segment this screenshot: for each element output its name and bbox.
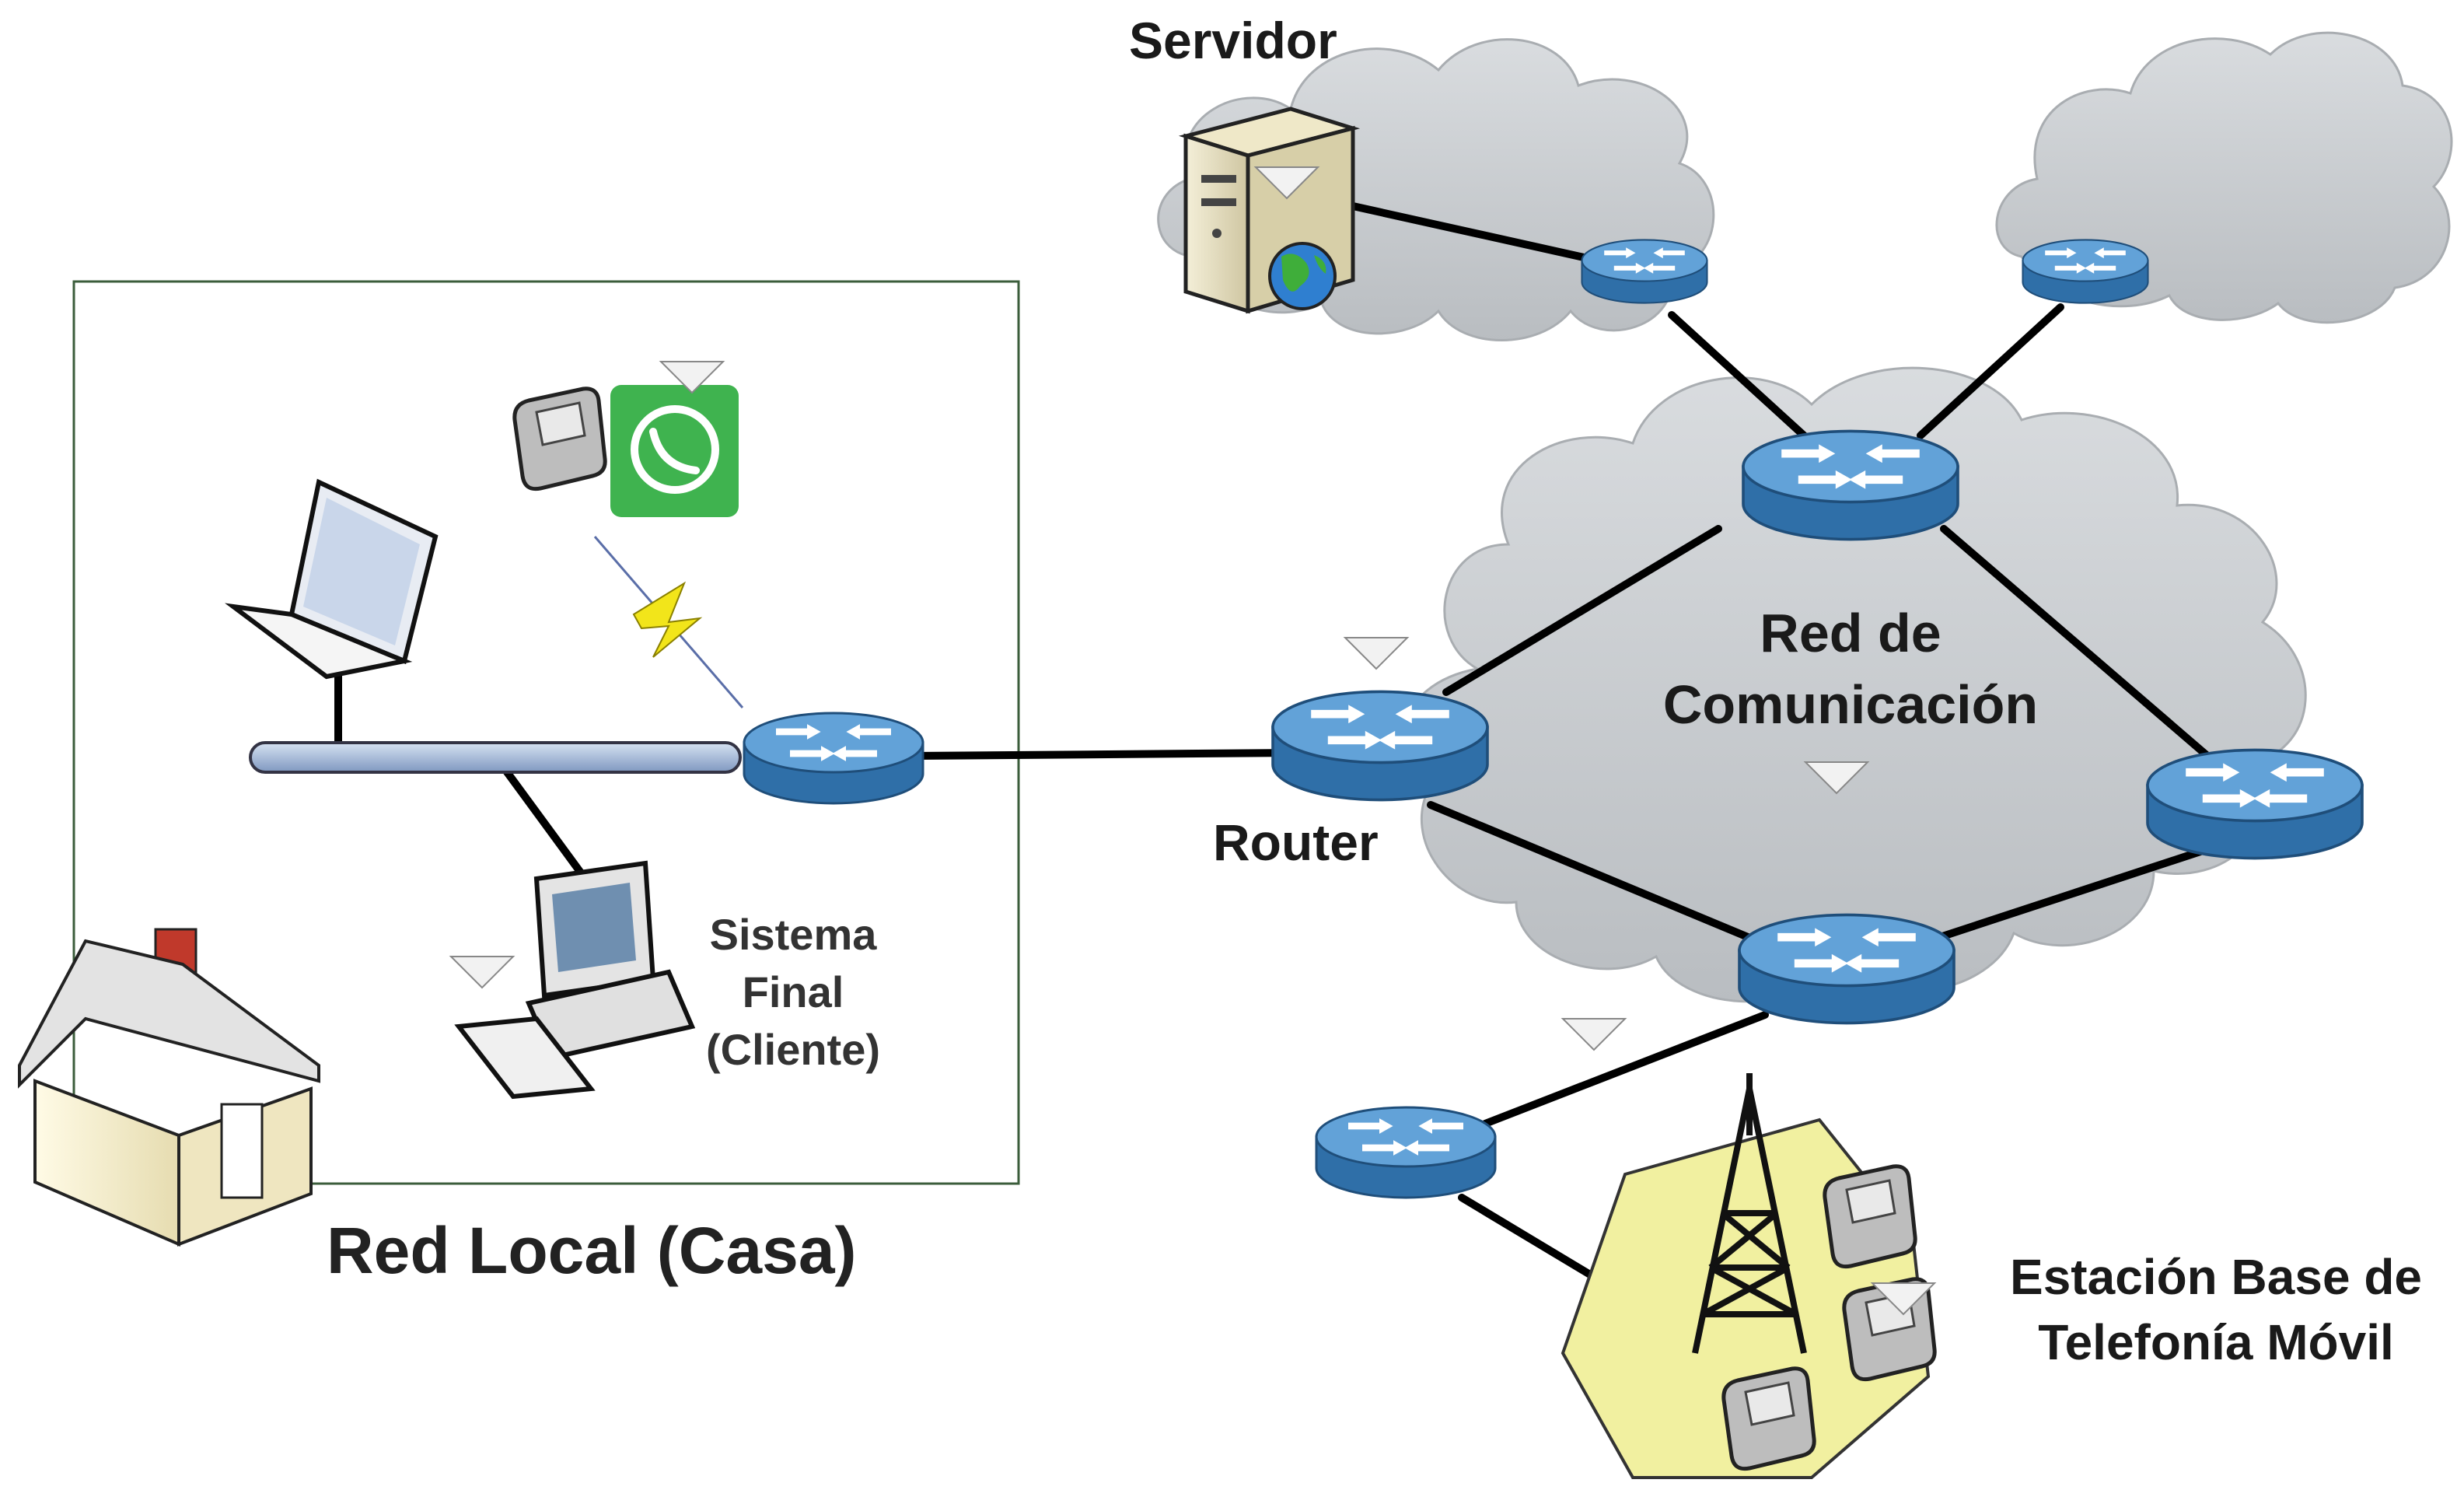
marker-triangle-router: [1344, 637, 1408, 670]
mobile-phone-icon-cell-3: [1724, 1369, 1814, 1469]
lan-bus: [249, 741, 742, 774]
mobile-phone-icon-cell-1: [1825, 1166, 1915, 1267]
cell-tower-icon: [1692, 1073, 1807, 1354]
base-station-label: Estación Base de Telefonía Móvil: [2010, 1249, 2422, 1370]
mobile-phone-icon-lan: [515, 389, 605, 489]
router-icon-core-bottom: [1738, 913, 1955, 1025]
router-label: Router: [1213, 813, 1379, 871]
router-icon-server: [1581, 239, 1708, 304]
end-system-label: Sistema Final (Cliente): [706, 910, 880, 1074]
server-label: Servidor: [1129, 12, 1337, 69]
router-icon-cell: [1315, 1106, 1497, 1199]
router-icon-lan: [743, 712, 924, 805]
local-network-label: Red Local (Casa): [327, 1214, 857, 1287]
desktop-computer-icon: [454, 860, 696, 1100]
house-icon: [18, 928, 320, 1247]
marker-triangle-link: [1562, 1018, 1626, 1051]
laptop-icon: [225, 478, 439, 680]
network-links: [334, 202, 2228, 1341]
router-icon-edge: [1271, 690, 1489, 802]
globe-icon: [1268, 242, 1337, 310]
whatsapp-icon: [610, 385, 739, 517]
router-icon-right-cloud: [2022, 239, 2149, 304]
lightning-icon: [593, 536, 744, 708]
router-icon-core-right: [2146, 748, 2364, 860]
router-icon-core-top: [1742, 429, 1959, 541]
network-cloud-label: Red de Comunicación: [1662, 603, 2039, 735]
